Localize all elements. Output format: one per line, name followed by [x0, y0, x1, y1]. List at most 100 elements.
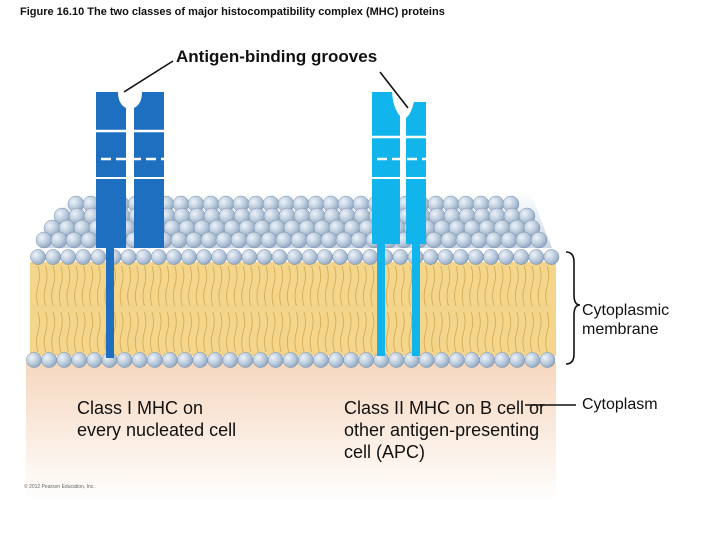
lipid-tail — [127, 311, 132, 353]
lipid-tail — [423, 311, 428, 353]
lipid-tail — [454, 311, 458, 353]
lipid-head — [35, 231, 53, 249]
class-1-alpha-chain-right — [134, 92, 164, 248]
lipid-head — [207, 352, 224, 368]
lipid-head — [192, 352, 208, 368]
class-2-mhc-protein — [362, 92, 432, 356]
lipid-tail — [286, 311, 291, 353]
lipid-tail — [96, 265, 101, 307]
lipid-tail — [264, 265, 268, 307]
lipid-head — [305, 231, 323, 249]
lipid-head — [41, 352, 57, 368]
lipid-tail — [530, 311, 534, 353]
lipid-tail — [81, 311, 86, 353]
lipid-head — [332, 249, 348, 265]
lipid-tail — [74, 311, 78, 353]
lipid-head — [260, 231, 278, 249]
lipid-tail — [537, 311, 542, 353]
lipid-tail — [172, 265, 177, 307]
lipid-tail — [499, 311, 504, 353]
lipid-tail — [302, 265, 306, 307]
lipid-tail — [431, 311, 436, 353]
lipid-head — [267, 352, 284, 368]
lipid-tail — [484, 265, 489, 307]
lipid-head — [150, 249, 167, 265]
lipid-tail — [302, 311, 306, 353]
lipid-head — [226, 249, 243, 265]
lipid-tail — [370, 265, 375, 307]
groove-leader-line-class-2 — [379, 71, 409, 109]
lipid-tail — [271, 265, 276, 307]
lipid-head — [211, 249, 228, 265]
lipid-head — [317, 249, 333, 265]
lipid-head — [166, 249, 182, 265]
lipid-head — [437, 249, 454, 265]
lipid-head — [494, 352, 510, 368]
lipid-head — [162, 352, 178, 368]
lipid-head — [470, 231, 488, 249]
lipid-head — [30, 249, 46, 265]
lipid-head — [464, 352, 480, 368]
lipid-tail — [446, 265, 451, 307]
lipid-tail — [172, 311, 177, 353]
lipid-head — [515, 231, 533, 249]
cytoplasmic-membrane-label: Cytoplasmic membrane — [582, 302, 670, 338]
lipid-tail — [522, 265, 527, 307]
lipid-tail — [43, 265, 48, 307]
lipid-tail — [134, 265, 139, 307]
lipid-tail — [226, 311, 230, 353]
lipid-tail — [461, 311, 466, 353]
lipid-head — [90, 249, 107, 265]
lipid-head — [479, 352, 495, 368]
lipid-head — [425, 231, 443, 249]
lipid-head — [215, 231, 233, 249]
lipid-head — [282, 352, 299, 368]
lipid-head — [362, 249, 379, 265]
lipid-tail — [271, 311, 276, 353]
lipid-head — [343, 352, 359, 368]
lipid-head — [86, 352, 103, 368]
lipid-tail — [340, 311, 344, 353]
lipid-tail — [340, 265, 344, 307]
lipid-tail — [256, 311, 261, 353]
copyright-notice: © 2012 Pearson Education, Inc. — [24, 484, 95, 490]
lipid-head — [50, 231, 68, 249]
lipid-tail — [279, 265, 284, 307]
lipid-head — [146, 352, 163, 368]
lipid-head — [500, 231, 518, 249]
lipid-tail — [438, 311, 443, 353]
lipid-head — [418, 352, 435, 368]
lipid-tail — [150, 311, 154, 353]
lipid-tail — [256, 265, 261, 307]
lipid-head — [455, 231, 473, 249]
lipid-head — [60, 249, 77, 265]
cytoplasm-region — [26, 362, 556, 502]
lipid-head — [433, 352, 450, 368]
lipid-head — [350, 231, 368, 249]
lipid-tail — [393, 265, 398, 307]
lipid-head — [483, 249, 499, 265]
lipid-head — [80, 231, 98, 249]
lipid-tail — [332, 311, 337, 353]
lipid-tail — [469, 265, 474, 307]
lipid-head — [448, 352, 465, 368]
lipid-head — [328, 352, 344, 368]
class-1-alpha-chain-left — [96, 92, 126, 248]
class-2-mhc-label: Class II MHC on B cell or other antigen-… — [344, 398, 546, 462]
lipid-tail — [294, 265, 299, 307]
lipid-tail — [74, 265, 78, 307]
lipid-tail — [347, 311, 352, 353]
lipid-tail — [142, 265, 147, 307]
lipid-tail — [66, 265, 71, 307]
lipid-head — [131, 352, 148, 368]
lipid-tail — [492, 265, 496, 307]
lipid-head — [230, 231, 248, 249]
lipid-head — [75, 249, 92, 265]
lipid-tail — [248, 265, 253, 307]
lipid-tail — [51, 311, 56, 353]
lipid-head — [275, 231, 293, 249]
lipid-head — [513, 249, 530, 265]
lipid-tail — [309, 265, 314, 307]
lipid-tail — [195, 265, 200, 307]
